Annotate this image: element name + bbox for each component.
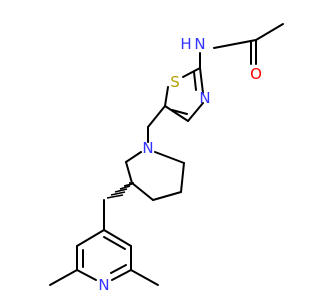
bond-carbonyl-nh	[213, 39, 257, 49]
carbonyl-oxygen-label: O	[250, 65, 262, 83]
bond-c4p-c3p	[131, 182, 154, 201]
thiazole-sulfur-label: S	[170, 73, 180, 91]
bond-py-c4-c3	[76, 229, 105, 247]
bond-n3-c2	[199, 67, 204, 94]
amide-hydrogen-label: H	[180, 35, 191, 53]
bond-py-c2-n	[76, 269, 97, 281]
bond-py-c2-methyl	[49, 269, 78, 286]
bond-py-n-c6-double	[110, 264, 127, 274]
bond-py-c5-c4-double	[103, 236, 126, 250]
bond-s-c5	[164, 86, 169, 107]
bond-c2p-npip	[125, 151, 142, 163]
bond-methyl-carbonyl	[255, 23, 284, 41]
bond-c5-c4	[164, 105, 189, 122]
bond-c5-c4-double	[171, 109, 188, 115]
bond-c5-ch2	[147, 105, 166, 128]
molecule-structure: N H O S N N N	[49, 23, 284, 294]
bond-n3-c2-double	[193, 71, 197, 91]
bond-c3p-c2p	[125, 161, 133, 184]
thiazole-nitrogen-label: N	[199, 89, 210, 107]
bond-npip-c6	[154, 151, 185, 164]
pyridine-nitrogen-label: N	[98, 276, 109, 294]
bond-py-c6-methyl	[130, 269, 159, 286]
bond-c4-n3	[187, 102, 204, 122]
amide-nitrogen-label: N	[194, 35, 205, 53]
bond-c6-c5p	[180, 162, 185, 193]
bond-py-n-c6	[111, 269, 132, 281]
stereo-hash-bond	[106, 182, 134, 199]
piperidine-nitrogen-label: N	[142, 139, 153, 157]
bond-c2-s	[182, 67, 201, 78]
bond-c5p-c4p	[152, 191, 182, 201]
bond-py-c5-c4	[103, 229, 132, 247]
